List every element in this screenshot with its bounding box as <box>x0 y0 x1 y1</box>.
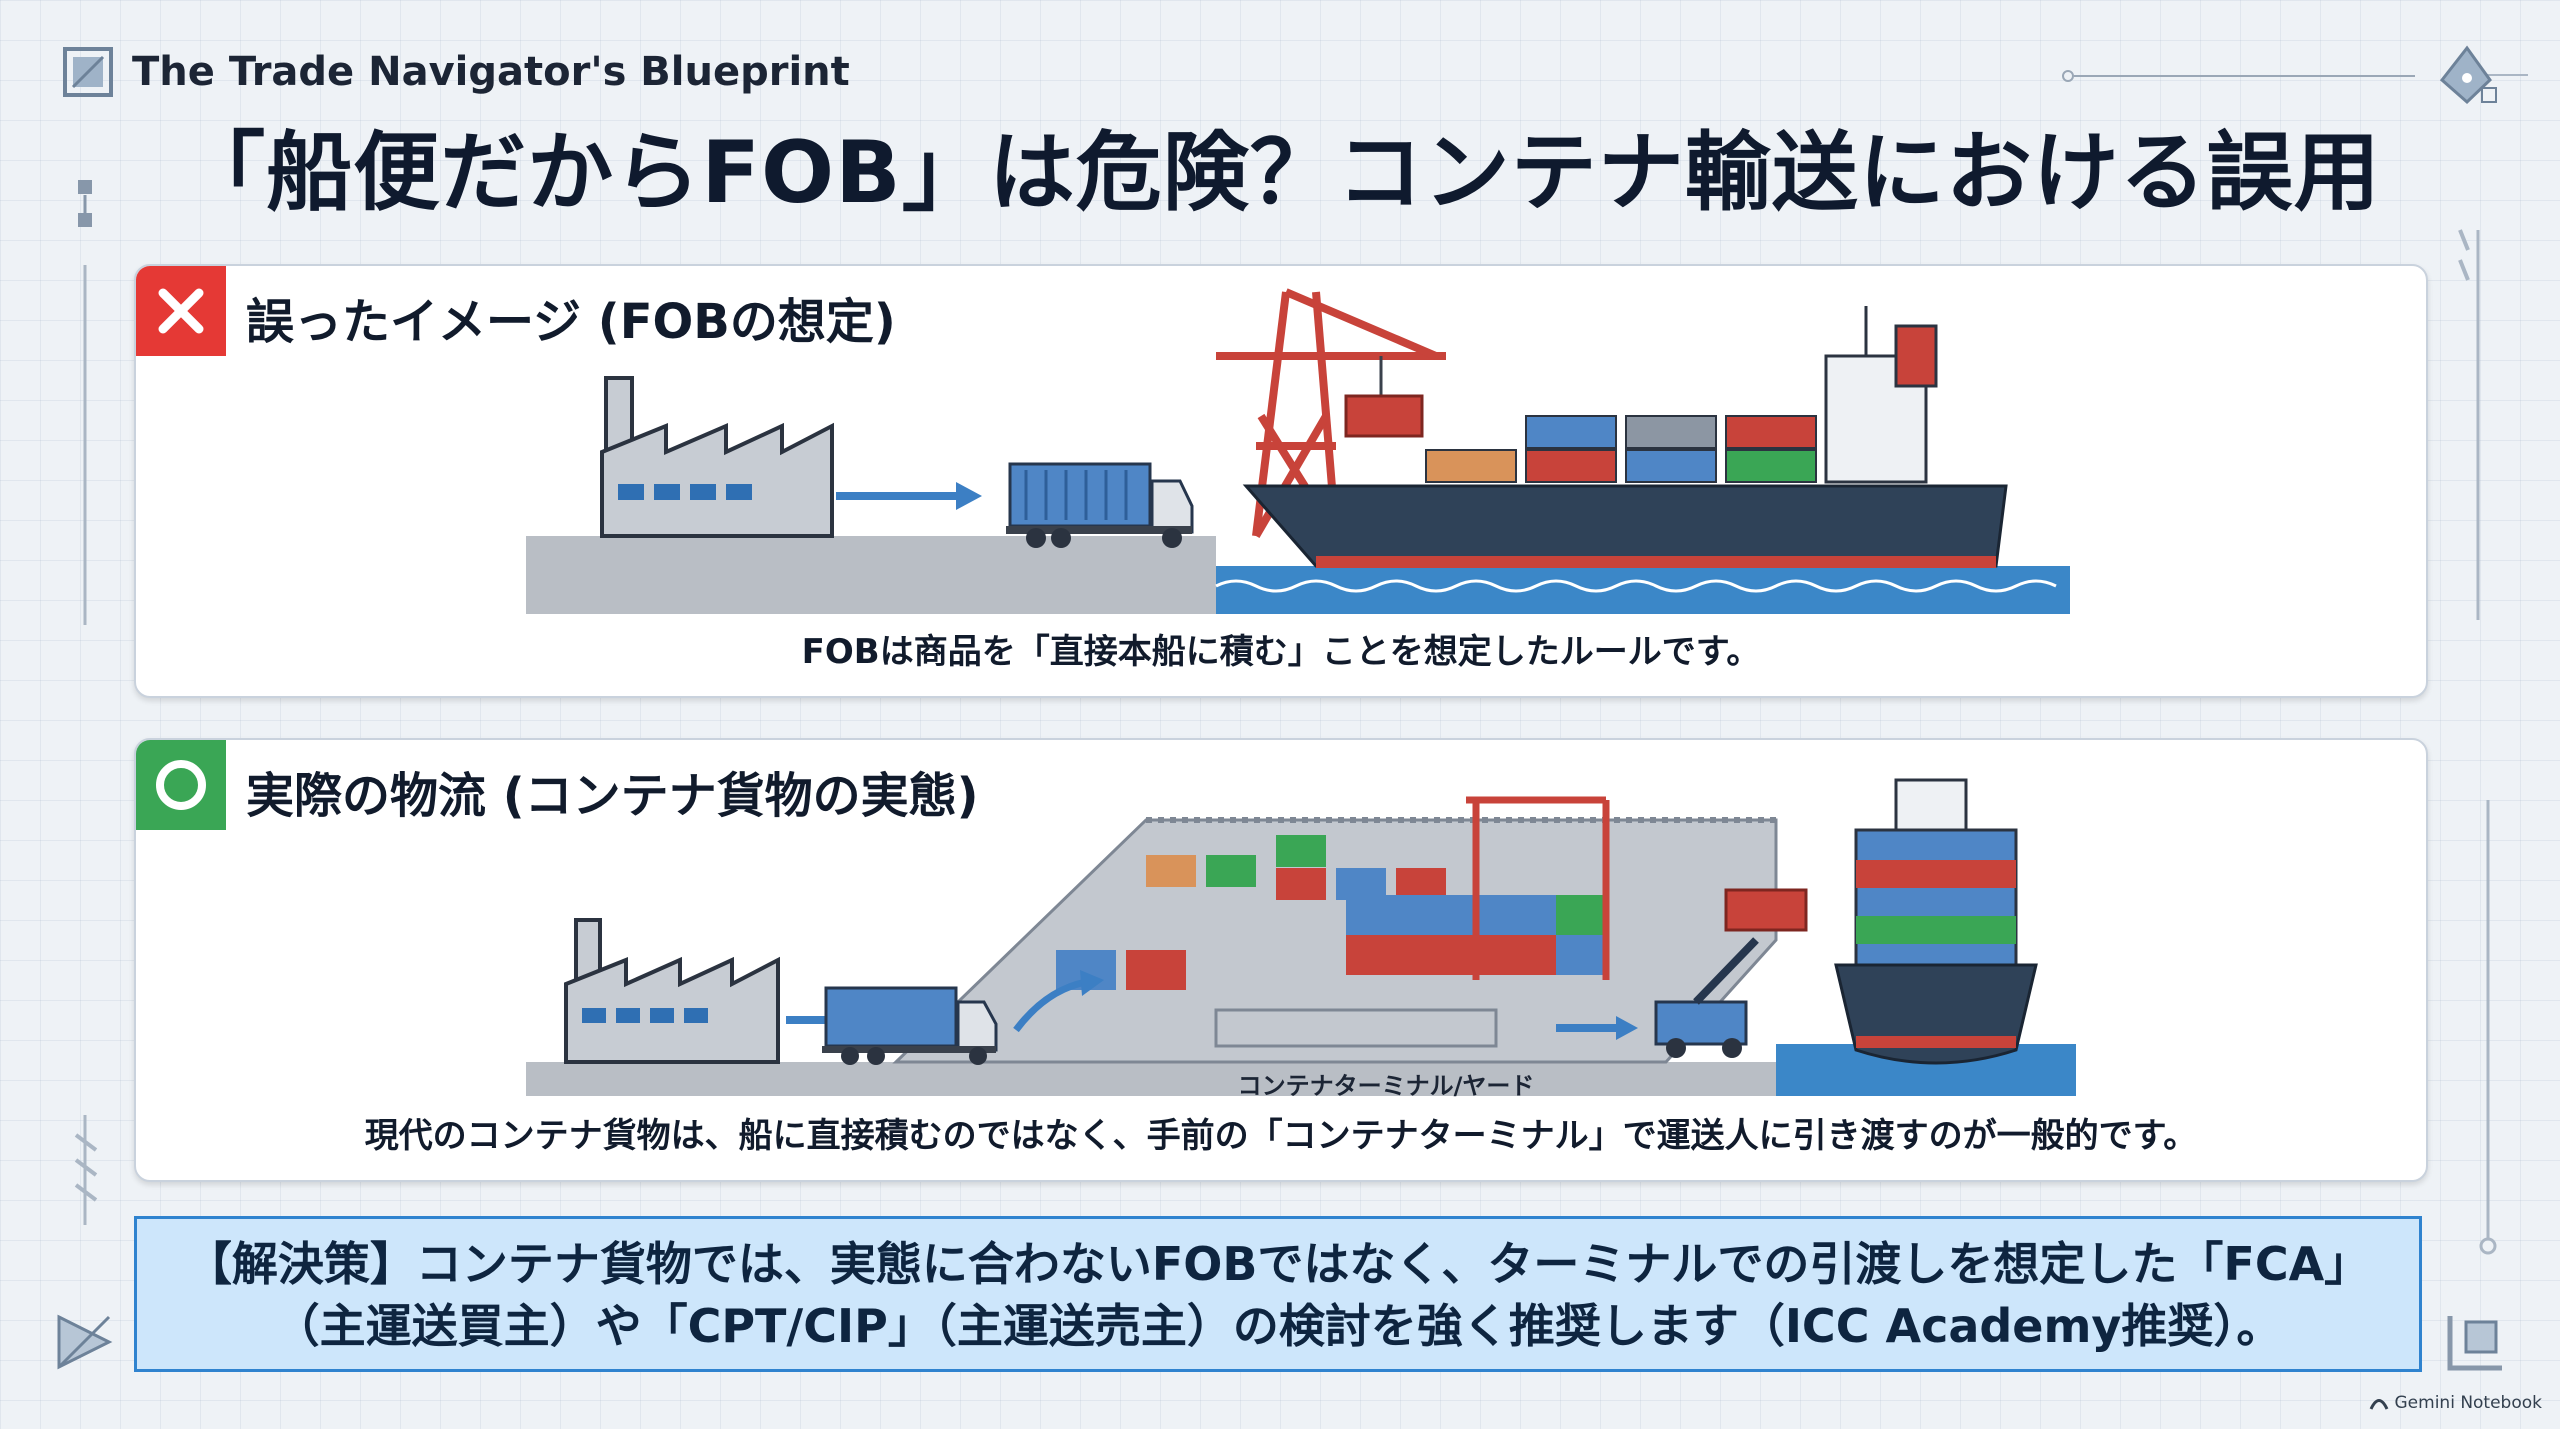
factory-icon-2 <box>564 918 780 1064</box>
brand-title: The Trade Navigator's Blueprint <box>132 49 850 95</box>
wrong-panel-caption: FOBは商品を「直接本船に積む」ことを想定したルールです。 <box>801 632 1761 672</box>
solution-callout: 【解決策】コンテナ貨物では、実態に合わないFOBではなく、ターミナルでの引渡しを… <box>134 1216 2422 1372</box>
factory-icon <box>600 376 834 538</box>
actual-panel-caption: 現代のコンテナ貨物は、船に直接積むのではなく、手前の「コンテナターミナル」で運送… <box>364 1116 2198 1156</box>
container-ship-bow-icon <box>1834 778 2038 1065</box>
notebook-logo-icon <box>2369 1399 2388 1410</box>
quay-ground <box>526 536 1216 614</box>
right-rail-decoration <box>2458 74 2528 1255</box>
terminal-yard-label: コンテナターミナル/ヤード <box>1237 1072 1535 1100</box>
actual-panel-heading: 実際の物流 (コンテナ貨物の実態) <box>246 768 979 824</box>
footer-logo: Gemini Notebook <box>2369 1393 2543 1413</box>
fob-direct-loading-illustration <box>526 288 2070 614</box>
wrong-panel-heading: 誤ったイメージ (FOBの想定) <box>246 294 896 350</box>
wrong-image-panel: 誤ったイメージ (FOBの想定) <box>134 264 2428 698</box>
footer-logo-text: Gemini Notebook <box>2394 1393 2543 1413</box>
corner-prism-icon <box>57 1314 113 1370</box>
actual-logistics-panel: 実際の物流 (コンテナ貨物の実態) <box>134 738 2428 1182</box>
yard-crane-icon <box>1466 796 1610 980</box>
page-title: 「船便だからFOB」は危険？コンテナ輸送における誤用 <box>179 123 2381 223</box>
lifted-container <box>1724 888 1808 932</box>
arrow-right-icon <box>836 482 982 510</box>
top-right-line-decoration <box>2062 70 2415 82</box>
solution-line-2: （主運送買主）や「CPT/CIP」（主運送売主）の検討を強く推奨します（ICC … <box>273 1299 2283 1353</box>
pen-nib-icon <box>2439 45 2497 105</box>
yard-containers <box>1056 835 1606 990</box>
corner-bracket-icon <box>2447 1316 2502 1371</box>
reach-stacker-icon <box>1654 937 1759 1058</box>
cross-icon <box>158 288 204 334</box>
container-truck-icon <box>1006 462 1194 548</box>
arrow-right-icon-3 <box>1556 1016 1638 1040</box>
solution-line-1: 【解決策】コンテナ貨物では、実態に合わないFOBではなく、ターミナルでの引渡しを… <box>185 1237 2371 1291</box>
correct-badge <box>136 740 226 830</box>
curved-arrow-icon <box>1013 978 1087 1033</box>
container-truck-icon-2 <box>822 986 998 1065</box>
fence <box>1214 1008 1498 1048</box>
brand-row: The Trade Navigator's Blueprint <box>62 44 850 100</box>
circle-icon <box>156 760 206 810</box>
left-rail-decoration <box>74 180 98 1225</box>
terminal-yard <box>892 818 1778 1064</box>
wrong-badge <box>136 266 226 356</box>
container-terminal-illustration <box>526 778 2076 1096</box>
blueprint-logo-icon <box>63 47 113 97</box>
hoisted-container <box>1344 394 1424 438</box>
container-ship-icon <box>1242 306 2008 568</box>
